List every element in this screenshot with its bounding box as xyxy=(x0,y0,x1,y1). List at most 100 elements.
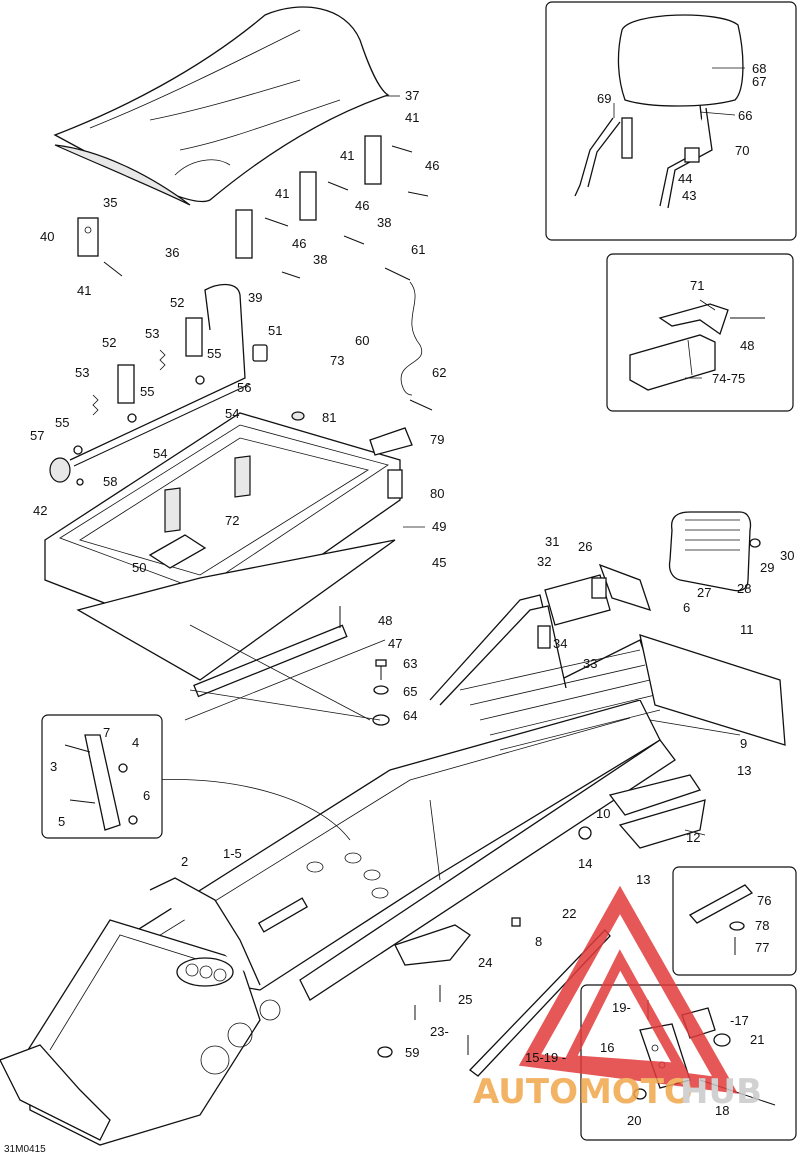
callout: 70 xyxy=(735,143,749,158)
watermark-text-2: HUB xyxy=(680,1072,762,1112)
callout: 33 xyxy=(583,656,597,671)
callout: 76 xyxy=(757,893,771,908)
callout: 72 xyxy=(225,513,239,528)
callout: 64 xyxy=(403,708,417,723)
callout: 23- xyxy=(430,1024,449,1039)
callout: 40 xyxy=(40,229,54,244)
watermark-logo: AUTOMOTO HUB xyxy=(473,885,762,1112)
callout: 66 xyxy=(738,108,752,123)
callout: 54 xyxy=(225,406,239,421)
callout: 57 xyxy=(30,428,44,443)
callout: 36 xyxy=(165,245,179,260)
callout: 48 xyxy=(378,613,392,628)
callout: 6 xyxy=(143,788,150,803)
callout: 61 xyxy=(411,242,425,257)
callout: 38 xyxy=(313,252,327,267)
callout: 34 xyxy=(553,636,567,651)
diagram-code: 31M0415 xyxy=(4,1144,46,1155)
leader-lines xyxy=(189,67,745,836)
callout: 58 xyxy=(103,474,117,489)
watermark-text-1: AUTOMOTO xyxy=(473,1072,693,1112)
callout: -17 xyxy=(730,1013,749,1028)
callout: 7 xyxy=(103,725,110,740)
plate-inset xyxy=(672,866,797,976)
callout: 47 xyxy=(388,636,402,651)
callout: 24 xyxy=(478,955,492,970)
cable xyxy=(384,267,433,411)
callout: 55 xyxy=(207,346,221,361)
callout: 16 xyxy=(600,1040,614,1055)
callout: 1-5 xyxy=(223,846,242,861)
callout: 2 xyxy=(181,854,188,869)
callout: 52 xyxy=(170,295,184,310)
callout: 60 xyxy=(355,333,369,348)
callout: 80 xyxy=(430,486,444,501)
callout: 28 xyxy=(737,581,751,596)
callout: 8 xyxy=(535,934,542,949)
callout: 63 xyxy=(403,656,417,671)
callout: 31 xyxy=(545,534,559,549)
callout: 59 xyxy=(405,1045,419,1060)
callout: 3 xyxy=(50,759,57,774)
bracket-illustration xyxy=(64,734,138,831)
callout: 13 xyxy=(636,872,650,887)
callout: 50 xyxy=(132,560,146,575)
callout: 26 xyxy=(578,539,592,554)
callout: 54 xyxy=(153,446,167,461)
callout: 46 xyxy=(355,198,369,213)
callout: 55 xyxy=(55,415,69,430)
taillight-illustration xyxy=(629,303,765,391)
callout: 73 xyxy=(330,353,344,368)
callout: 43 xyxy=(682,188,696,203)
callout: 4 xyxy=(132,735,139,750)
callout: 27 xyxy=(697,585,711,600)
backrest-illustration xyxy=(574,14,744,209)
callout: 68 xyxy=(752,61,766,76)
callout: 10 xyxy=(596,806,610,821)
callout: 81 xyxy=(322,410,336,425)
callout: 74-75 xyxy=(712,371,745,386)
plate-illustration xyxy=(688,884,754,955)
callout: 42 xyxy=(33,503,47,518)
callout: 65 xyxy=(403,684,417,699)
callout: 67 xyxy=(752,74,766,89)
hardware-stack xyxy=(339,606,390,726)
callout: 25 xyxy=(458,992,472,1007)
callout: 38 xyxy=(377,215,391,230)
callout: 48 xyxy=(740,338,754,353)
seat-illustration xyxy=(53,6,390,206)
callout: 77 xyxy=(755,940,769,955)
callout: 5 xyxy=(58,814,65,829)
callout: 6 xyxy=(683,600,690,615)
callout: 37 xyxy=(405,88,419,103)
callout: 55 xyxy=(140,384,154,399)
callout: 35 xyxy=(103,195,117,210)
chassis-tunnel xyxy=(0,699,676,1146)
callout: 49 xyxy=(432,519,446,534)
callout: 41 xyxy=(275,186,289,201)
callout: 62 xyxy=(432,365,446,380)
callout: 11 xyxy=(740,622,754,637)
callout: 41 xyxy=(405,110,419,125)
callout: 20 xyxy=(627,1113,641,1128)
callout: 32 xyxy=(537,554,551,569)
callout: 78 xyxy=(755,918,769,933)
callout-labels: 37 35 40 36 41 41 41 41 46 46 46 38 38 3… xyxy=(30,61,794,1128)
callout: 69 xyxy=(597,91,611,106)
callout: 9 xyxy=(740,736,747,751)
latch-mechanism xyxy=(49,283,268,486)
callout: 51 xyxy=(268,323,282,338)
callout: 13 xyxy=(737,763,751,778)
callout: 21 xyxy=(750,1032,764,1047)
rear-rack xyxy=(429,511,786,849)
callout: 12 xyxy=(686,830,700,845)
callout: 15-19 - xyxy=(525,1050,566,1065)
callout: 19- xyxy=(612,1000,631,1015)
callout: 52 xyxy=(102,335,116,350)
callout: 45 xyxy=(432,555,446,570)
callout: 46 xyxy=(425,158,439,173)
callout: 18 xyxy=(715,1103,729,1118)
callout: 71 xyxy=(690,278,704,293)
callout: 79 xyxy=(430,432,444,447)
